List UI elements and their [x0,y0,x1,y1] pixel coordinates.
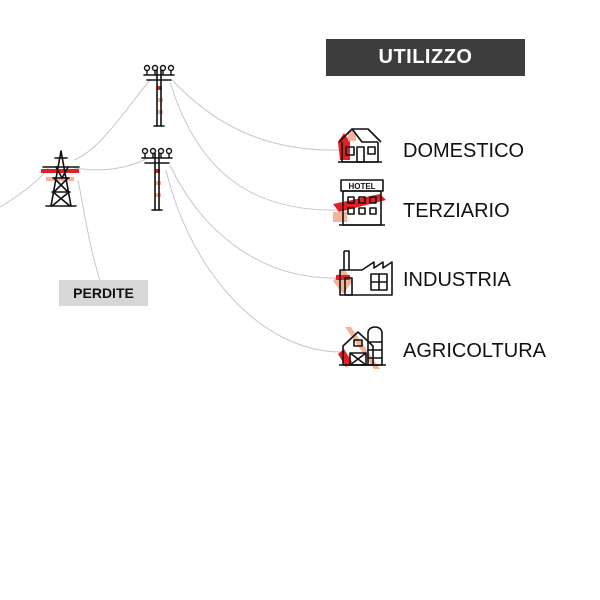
losses-badge: PERDITE [59,280,148,306]
house-icon [338,128,382,163]
utility-pole-icon [141,147,173,211]
line-pole-to-domestico [171,79,341,151]
line-pole-to-terziario [169,81,341,211]
hotel-icon: HOTEL [333,179,386,226]
utility-pole-icon [143,64,175,127]
factory-icon [333,250,393,296]
line-tower-to-losses [77,179,101,281]
transmission-tower-icon [41,150,80,207]
power-lines [0,79,343,353]
usage-header: UTILIZZO [326,39,525,76]
category-label-agricoltura: AGRICOLTURA [403,340,546,362]
line-tower-to-lower-pole [73,157,149,171]
line-pole-to-agricoltura [165,169,343,353]
category-label-industria: INDUSTRIA [403,269,511,291]
category-label-terziario: TERZIARIO [403,200,510,222]
line-pole-to-industria [169,164,339,279]
line-left-edge-to-tower [0,167,49,208]
barn-silo-icon [338,326,386,369]
line-tower-to-top-pole [73,79,151,161]
hotel-sign-text: HOTEL [348,182,375,191]
category-label-domestico: DOMESTICO [403,140,525,162]
